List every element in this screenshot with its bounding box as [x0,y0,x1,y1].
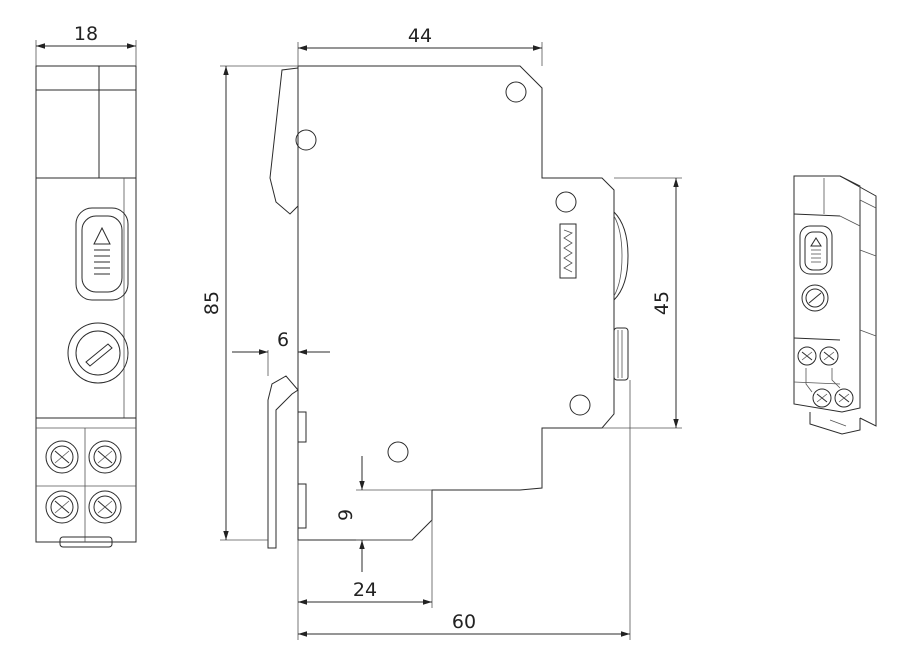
dimension-terminal-height-label: 9 [335,509,357,521]
dimension-total-depth-label: 60 [452,611,476,633]
dimension-shoulder-height: 45 [602,177,682,429]
dimension-base-depth-label: 24 [353,579,377,601]
dimension-side-width-label: 44 [408,25,432,47]
front-indicator-knob [67,322,129,384]
dimension-rail-offset-label: 6 [277,329,289,351]
dimension-side-width: 44 [297,25,543,66]
isometric-view [793,175,877,435]
side-rivet-hole [295,129,317,151]
front-terminal-screws [45,440,122,524]
side-rivet-hole [505,81,527,103]
dimension-shoulder-height-label: 45 [651,291,673,315]
dimension-total-height: 85 [201,65,298,541]
front-view: 18 [35,23,137,548]
dimension-terminal-height: 9 [335,456,432,572]
side-rivet-hole [555,191,577,213]
side-rivet-hole [569,394,591,416]
dimension-total-height-label: 85 [201,291,223,315]
iso-indicator-knob [801,284,829,312]
side-rivet-hole [387,441,409,463]
dimension-base-depth: 24 [297,520,433,608]
iso-terminal-screws [797,346,854,408]
dimension-rail-offset: 6 [232,329,330,376]
dimension-total-depth: 60 [297,380,631,640]
side-view: 44 85 6 45 9 [201,25,682,640]
dimension-front-width: 18 [35,23,137,66]
iso-toggle-lever [799,225,833,275]
dimension-front-width-label: 18 [74,23,98,45]
front-toggle-lever [75,207,129,301]
